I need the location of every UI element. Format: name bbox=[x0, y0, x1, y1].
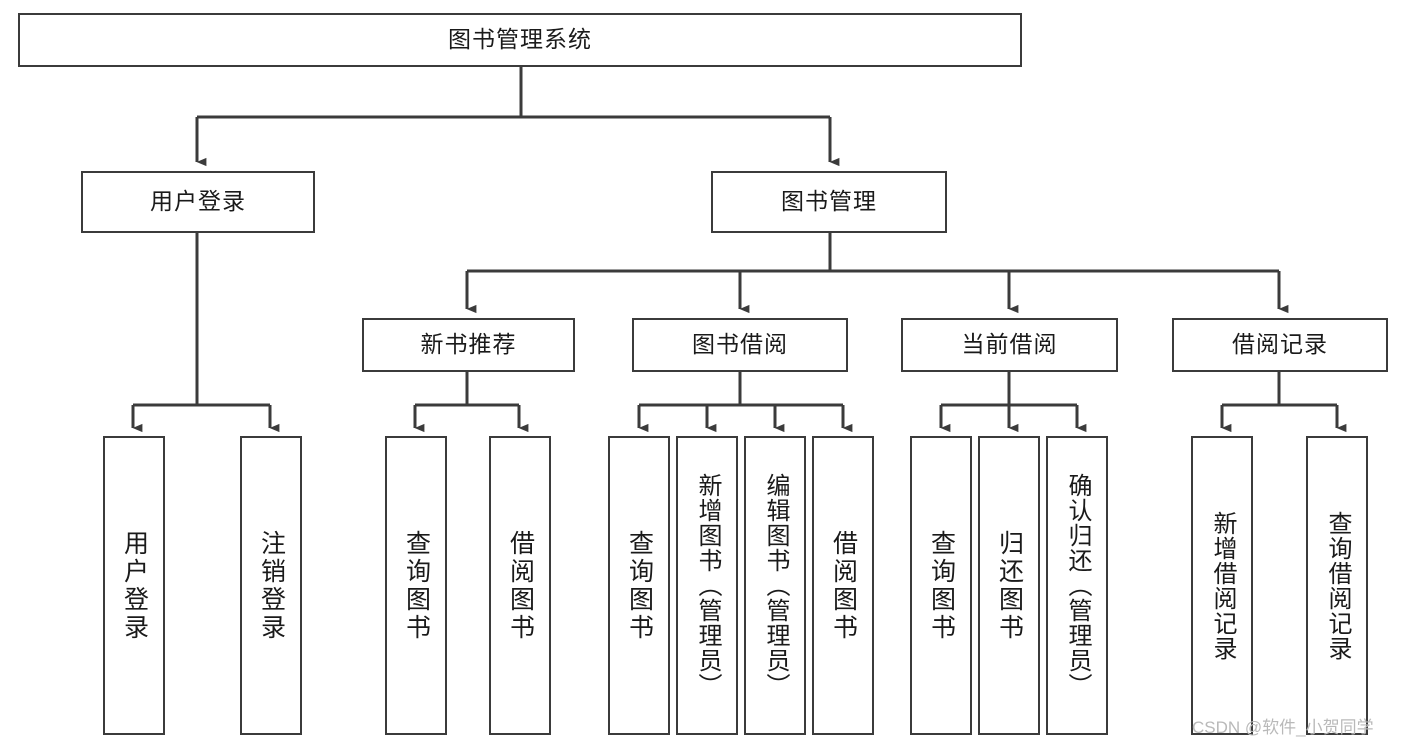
node-leaf-query-book-1-label: 查询图书 bbox=[402, 529, 431, 642]
node-new-book-recommend-label: 新书推荐 bbox=[420, 331, 517, 358]
node-leaf-user-login[interactable]: 用户登录 bbox=[103, 436, 165, 735]
node-leaf-edit-book-label: 编辑图书（管理员） bbox=[762, 473, 789, 698]
node-user-login[interactable]: 用户登录 bbox=[81, 171, 315, 233]
node-root[interactable]: 图书管理系统 bbox=[18, 13, 1022, 67]
csdn-watermark: CSDN @软件_小贺同学 bbox=[1192, 718, 1374, 737]
node-current-borrow[interactable]: 当前借阅 bbox=[901, 318, 1118, 372]
node-leaf-query-book-2-label: 查询图书 bbox=[625, 529, 654, 642]
node-root-label: 图书管理系统 bbox=[448, 26, 592, 53]
node-leaf-edit-book[interactable]: 编辑图书（管理员） bbox=[744, 436, 806, 735]
node-leaf-query-record[interactable]: 查询借阅记录 bbox=[1306, 436, 1368, 735]
node-leaf-borrow-book-1-label: 借阅图书 bbox=[506, 529, 535, 642]
node-leaf-borrow-book-2[interactable]: 借阅图书 bbox=[812, 436, 874, 735]
node-leaf-user-login-label: 用户登录 bbox=[120, 529, 149, 642]
node-borrow-record[interactable]: 借阅记录 bbox=[1172, 318, 1388, 372]
node-leaf-query-record-label: 查询借阅记录 bbox=[1324, 510, 1351, 661]
node-leaf-add-book-label: 新增图书（管理员） bbox=[694, 473, 721, 698]
node-leaf-logout-login[interactable]: 注销登录 bbox=[240, 436, 302, 735]
node-book-management-label: 图书管理 bbox=[781, 188, 877, 215]
node-borrow-record-label: 借阅记录 bbox=[1232, 331, 1328, 358]
node-user-login-label: 用户登录 bbox=[150, 188, 246, 215]
node-book-borrow[interactable]: 图书借阅 bbox=[632, 318, 848, 372]
node-leaf-query-book-3[interactable]: 查询图书 bbox=[910, 436, 972, 735]
node-leaf-confirm-return-label: 确认归还（管理员） bbox=[1064, 473, 1091, 698]
node-book-borrow-label: 图书借阅 bbox=[692, 331, 788, 358]
node-leaf-borrow-book-1[interactable]: 借阅图书 bbox=[489, 436, 551, 735]
node-leaf-query-book-3-label: 查询图书 bbox=[927, 529, 956, 642]
node-leaf-query-book-2[interactable]: 查询图书 bbox=[608, 436, 670, 735]
node-leaf-return-book-label: 归还图书 bbox=[995, 529, 1024, 642]
node-leaf-logout-login-label: 注销登录 bbox=[257, 529, 286, 642]
node-leaf-query-book-1[interactable]: 查询图书 bbox=[385, 436, 447, 735]
node-leaf-confirm-return[interactable]: 确认归还（管理员） bbox=[1046, 436, 1108, 735]
node-leaf-add-book[interactable]: 新增图书（管理员） bbox=[676, 436, 738, 735]
node-leaf-return-book[interactable]: 归还图书 bbox=[978, 436, 1040, 735]
node-current-borrow-label: 当前借阅 bbox=[961, 331, 1058, 358]
node-leaf-borrow-book-2-label: 借阅图书 bbox=[829, 529, 858, 642]
node-book-management[interactable]: 图书管理 bbox=[711, 171, 947, 233]
node-new-book-recommend[interactable]: 新书推荐 bbox=[362, 318, 575, 372]
node-leaf-add-record-label: 新增借阅记录 bbox=[1209, 510, 1236, 661]
node-leaf-add-record[interactable]: 新增借阅记录 bbox=[1191, 436, 1253, 735]
